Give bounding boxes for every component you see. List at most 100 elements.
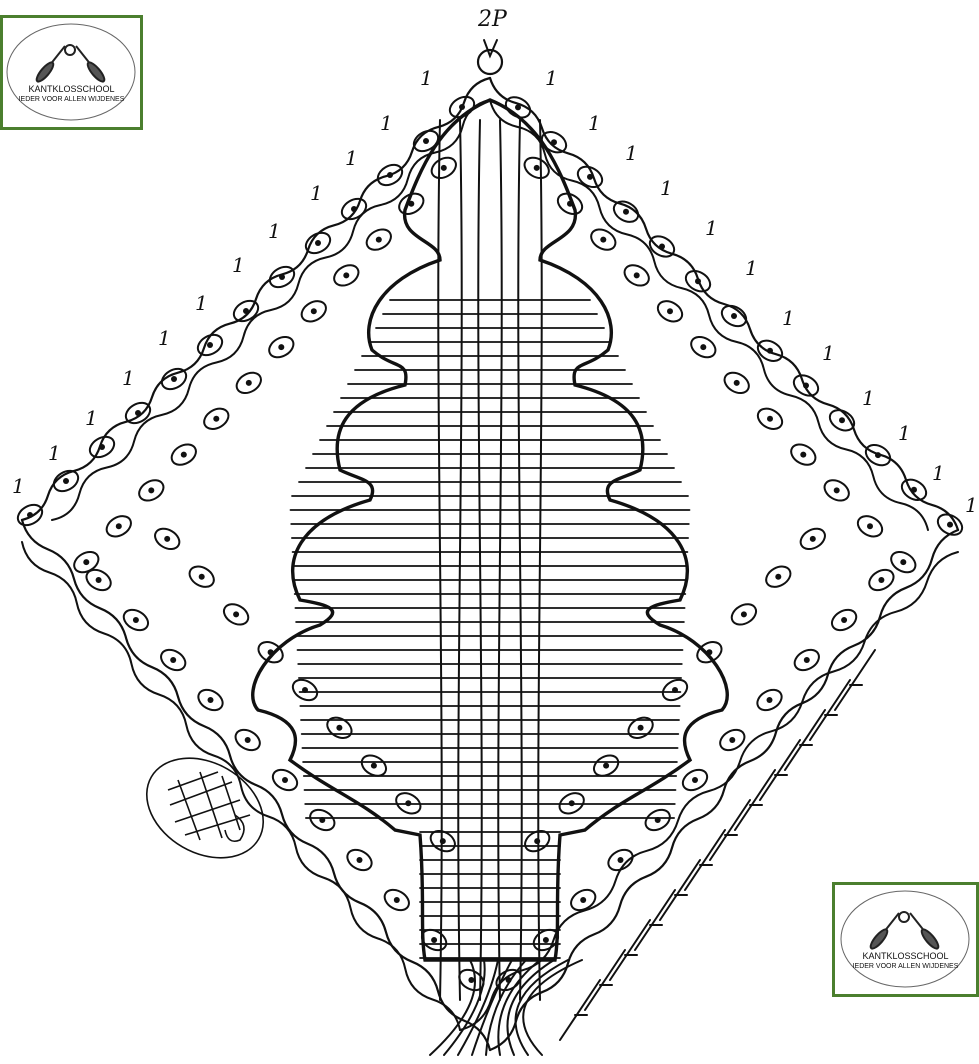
- pin-dot: [376, 237, 382, 243]
- pair-count-marker: 1: [158, 326, 171, 350]
- inner-edge-thread: [22, 542, 460, 1030]
- pair-count-marker: 1: [380, 111, 393, 135]
- pair-count-marker: 1: [705, 216, 718, 240]
- pin-dot: [515, 104, 521, 110]
- pin-dot: [148, 487, 154, 493]
- pin-dot: [875, 452, 881, 458]
- pin-dot: [706, 649, 712, 655]
- pin-dot: [319, 817, 325, 823]
- bundle-thread: [785, 710, 825, 770]
- pin-dot: [170, 657, 176, 663]
- pin-dot: [83, 559, 89, 565]
- pin-dot: [911, 487, 917, 493]
- pin-dot: [741, 611, 747, 617]
- pin-dot: [506, 977, 512, 983]
- pin-dot: [659, 244, 665, 250]
- pair-count-marker: 1: [965, 493, 978, 517]
- pin-dot: [387, 172, 393, 178]
- pair-count-marker: 1: [898, 421, 911, 445]
- pin-dot: [734, 380, 740, 386]
- pair-count-marker: 1: [310, 181, 323, 205]
- pin-dot: [133, 617, 139, 623]
- crossed-bobbins-icon: [3, 18, 140, 127]
- pin-dot: [618, 857, 624, 863]
- pin-dot: [841, 617, 847, 623]
- bundle-thread: [685, 830, 725, 890]
- pin-dot: [431, 937, 437, 943]
- pin-dot: [692, 777, 698, 783]
- logo-top-left: KANTKLOSSCHOOL IEDER VOOR ALLEN WIJDENES: [0, 15, 143, 130]
- pin-dot: [282, 777, 288, 783]
- passive-thread: [498, 120, 501, 1000]
- bundle-thread: [760, 740, 800, 800]
- pin-dot: [567, 201, 573, 207]
- bundle-thread: [560, 980, 600, 1040]
- pin-dot: [278, 344, 284, 350]
- logo-line-2: IEDER VOOR ALLEN WIJDENES: [835, 963, 976, 970]
- pin-dot: [803, 383, 809, 389]
- top-pair-label: 2P: [477, 7, 508, 32]
- pin-dot: [767, 416, 773, 422]
- pin-dot: [63, 478, 69, 484]
- pair-count-marker: 1: [232, 253, 245, 277]
- pin-dot: [638, 725, 644, 731]
- pin-dot: [268, 649, 274, 655]
- pin-dot: [233, 611, 239, 617]
- pin-dot: [357, 857, 363, 863]
- pin-dot: [867, 523, 873, 529]
- logo-line-1: KANTKLOSSCHOOL: [835, 951, 976, 961]
- pin-dot: [27, 512, 33, 518]
- pair-count-marker: 1: [345, 146, 358, 170]
- passive-thread: [438, 120, 441, 1000]
- pin-dot: [655, 817, 661, 823]
- top-pin-v: [484, 40, 497, 56]
- pin-dot: [810, 536, 816, 542]
- pin-dot: [213, 416, 219, 422]
- pin-dot: [116, 523, 122, 529]
- pair-count-marker: 1: [660, 176, 673, 200]
- pin-dot: [767, 697, 773, 703]
- passive-thread: [518, 120, 521, 1000]
- pin-dot: [96, 577, 102, 583]
- pin-dot: [164, 536, 170, 542]
- pin-dot: [839, 417, 845, 423]
- pair-count-marker: 1: [932, 461, 945, 485]
- pin-dot: [700, 344, 706, 350]
- pin-dot: [208, 697, 214, 703]
- pin-dot: [408, 201, 414, 207]
- pin-dot: [351, 206, 357, 212]
- logo-line-1: KANTKLOSSCHOOL: [3, 84, 140, 94]
- pin-dot: [245, 737, 251, 743]
- pin-dot: [343, 272, 349, 278]
- pin-dot: [878, 577, 884, 583]
- pair-count-marker: 1: [745, 256, 758, 280]
- pin-dot: [199, 574, 205, 580]
- end-thread: [430, 960, 475, 1055]
- pin-dot: [580, 897, 586, 903]
- end-thread: [523, 960, 582, 1055]
- outer-edge-thread: [22, 520, 490, 1050]
- pin-dot: [900, 559, 906, 565]
- pair-count-marker: 1: [782, 306, 795, 330]
- pin-dot: [459, 104, 465, 110]
- pin-dot: [371, 763, 377, 769]
- pin-dot: [551, 139, 557, 145]
- bundle-thread: [610, 920, 650, 980]
- pair-count-marker: 1: [195, 291, 208, 315]
- pair-count-marker: 1: [268, 219, 281, 243]
- pin-dot: [672, 687, 678, 693]
- pair-count-marker: 1: [862, 386, 875, 410]
- pin-dot: [543, 937, 549, 943]
- pin-dot: [800, 452, 806, 458]
- passive-thread: [458, 120, 461, 1000]
- pin-dot: [834, 487, 840, 493]
- pin-dot: [135, 410, 141, 416]
- passive-thread: [478, 120, 481, 1000]
- passive-thread: [538, 120, 541, 1000]
- pair-count-marker: 1: [545, 66, 558, 90]
- pin-dot: [441, 165, 447, 171]
- pin-dot: [243, 308, 249, 314]
- pin-dot: [279, 274, 285, 280]
- pin-dot: [440, 838, 446, 844]
